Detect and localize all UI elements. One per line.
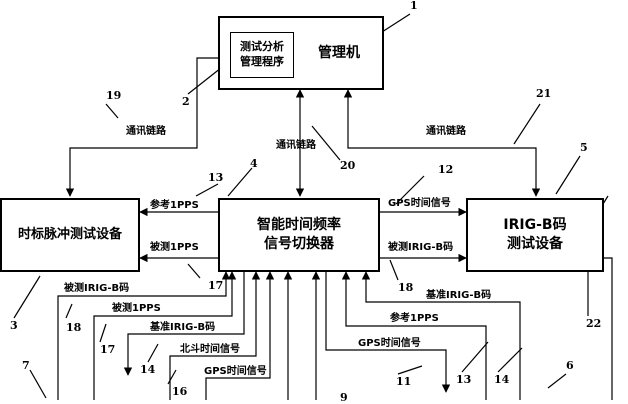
leader-21 xyxy=(513,103,541,145)
ref-number-6: 6 xyxy=(566,359,574,372)
leader-12 xyxy=(395,175,425,205)
ref-number-3: 3 xyxy=(10,319,18,332)
bottom-test-irigb-line xyxy=(57,271,231,400)
leader-17a xyxy=(187,263,201,279)
ref-number-5: 5 xyxy=(580,141,588,154)
comm-link-right xyxy=(343,89,541,197)
irigb-tester-line2: 测试设备 xyxy=(507,236,563,252)
ref-number-14b: 14 xyxy=(494,373,510,386)
bottom-test-1pps-line xyxy=(93,271,237,400)
switcher-line2: 信号切换器 xyxy=(264,236,334,252)
leader-20 xyxy=(311,125,341,161)
analysis-program-box: 测试分析 管理程序 xyxy=(230,32,294,78)
ref-number-12: 12 xyxy=(438,163,454,176)
bottom-beidou-line xyxy=(169,271,261,400)
ref-number-17b: 17 xyxy=(100,343,116,356)
bottom-ref-irigb-right-line xyxy=(361,271,521,400)
bottom-gps-right-line xyxy=(325,272,451,393)
ref-number-21: 21 xyxy=(536,87,552,100)
bottom-ref-irigb-label: 基准IRIG-B码 xyxy=(150,322,216,333)
ref-number-17a: 17 xyxy=(208,279,224,292)
ref-number-7: 7 xyxy=(22,359,30,372)
ref-number-11: 11 xyxy=(396,375,412,388)
leader-4 xyxy=(227,167,253,197)
bottom-ref-irigb-line xyxy=(123,272,245,376)
irigb-tester-box: IRIG-B码 测试设备 xyxy=(466,198,604,272)
irigb-tester-line1: IRIG-B码 xyxy=(503,217,567,234)
ref-number-18a: 18 xyxy=(398,281,414,294)
ref-number-22: 22 xyxy=(586,317,602,330)
ref-number-16: 16 xyxy=(172,385,188,398)
bottom-gps-line xyxy=(205,271,275,400)
ref-number-4: 4 xyxy=(250,157,258,170)
ref-number-2: 2 xyxy=(182,95,190,108)
bottom-gps-label: GPS时间信号 xyxy=(204,366,267,377)
leader-5 xyxy=(555,155,581,195)
leader-11 xyxy=(397,365,423,375)
leader-3 xyxy=(13,275,41,319)
test-1pps-left-label: 被测1PPS xyxy=(150,242,199,253)
comm-link-left xyxy=(65,57,218,197)
ref-1pps-left-label: 参考1PPS xyxy=(150,200,199,211)
ref-number-19: 19 xyxy=(106,89,122,102)
leader-14b xyxy=(497,347,523,373)
bottom-beidou-label: 北斗时间信号 xyxy=(180,344,240,355)
leader-17b xyxy=(99,323,107,343)
ref-number-13b: 13 xyxy=(456,373,472,386)
bottom-test-irigb-label: 被测IRIG-B码 xyxy=(64,283,130,294)
ref-number-13a: 13 xyxy=(208,171,224,184)
leader-6 xyxy=(547,373,567,389)
bottom-ref-irigb-right-label: 基准IRIG-B码 xyxy=(426,290,492,301)
bottom-gps-right-label: GPS时间信号 xyxy=(358,338,421,349)
ref-number-9: 9 xyxy=(340,391,348,404)
bottom-test-1pps-label: 被测1PPS xyxy=(112,303,161,314)
leader-1 xyxy=(381,13,411,33)
switcher-box: 智能时间频率 信号切换器 xyxy=(218,198,380,272)
leader-13b xyxy=(461,341,489,373)
leader-7 xyxy=(29,369,47,399)
ref-number-20: 20 xyxy=(340,159,356,172)
leader-18a xyxy=(389,259,399,281)
comm-link-center-label: 通讯链路 xyxy=(276,140,316,151)
comm-link-right-label: 通讯链路 xyxy=(426,126,466,137)
gps-time-right-label: GPS时间信号 xyxy=(388,198,451,209)
analysis-program-line1: 测试分析 xyxy=(240,40,284,54)
leader-14a xyxy=(147,343,159,363)
ref-number-1: 1 xyxy=(410,0,418,12)
switcher-line1: 智能时间频率 xyxy=(257,217,341,234)
ref-number-18b: 18 xyxy=(66,321,82,334)
right-edge-line xyxy=(604,257,613,400)
timestamp-tester-title: 时标脉冲测试设备 xyxy=(17,227,122,243)
manager-box: 测试分析 管理程序 管理机 xyxy=(218,16,384,90)
analysis-program-line2: 管理程序 xyxy=(240,55,284,68)
bottom-ref-1pps-label: 参考1PPS xyxy=(390,313,439,324)
ref-number-14a: 14 xyxy=(140,363,156,376)
comm-link-left-label: 通讯链路 xyxy=(126,126,166,137)
leader-19 xyxy=(105,103,119,119)
leader-13a xyxy=(195,183,219,197)
manager-title: 管理机 xyxy=(318,45,360,61)
leader-16 xyxy=(167,369,177,385)
bottom-ref-1pps-line xyxy=(341,271,487,400)
timestamp-tester-box: 时标脉冲测试设备 xyxy=(0,198,140,272)
test-irigb-right-label: 被测IRIG-B码 xyxy=(388,242,454,253)
leader-18b xyxy=(65,303,73,319)
